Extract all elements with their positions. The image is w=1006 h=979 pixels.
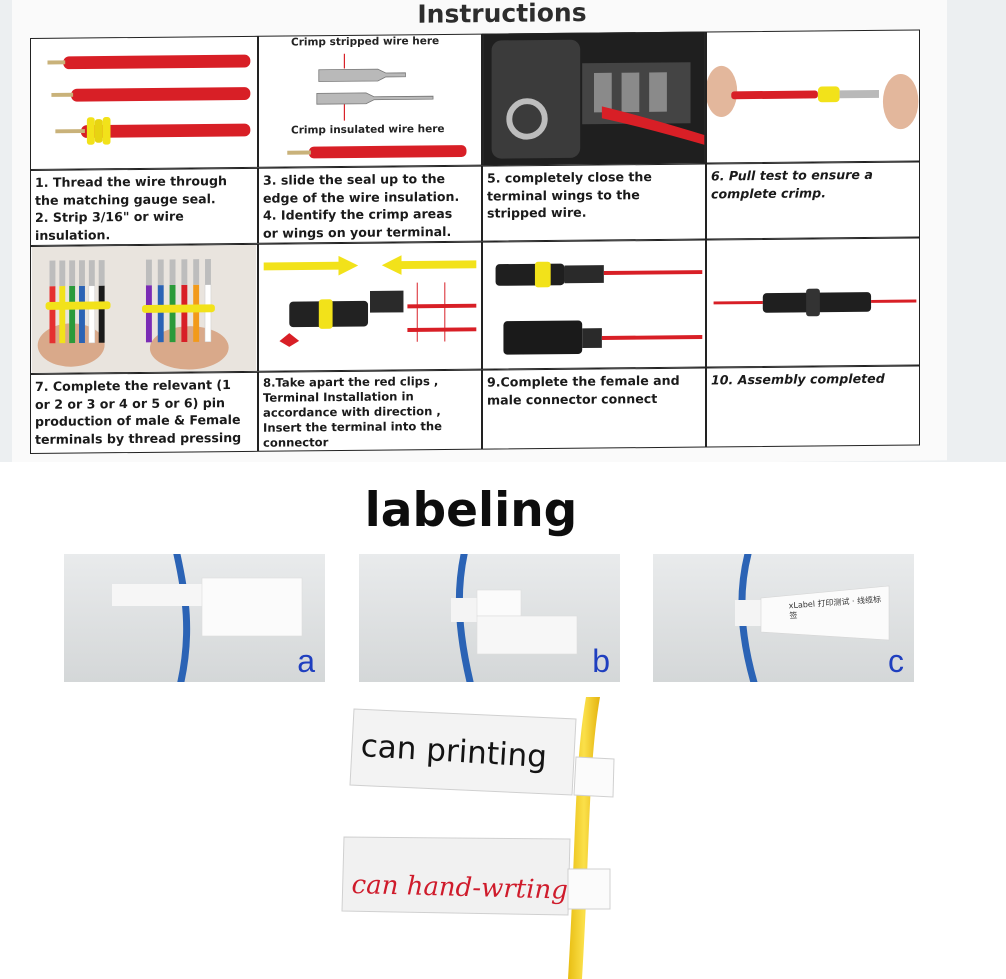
step-text-1-2: 1. Thread the wire through the matching …: [30, 167, 258, 246]
step-text-7: 7. Complete the relevant (1 or 2 or 3 or…: [30, 371, 258, 454]
photo-pin-terminals: [30, 243, 258, 374]
labeling-step-c-photo: xLabel 打印测试 · 线缆标签 c: [653, 554, 914, 682]
instructions-sheet: Instructions Crimp stripped wire here: [0, 0, 1006, 462]
step-letter-c: c: [888, 643, 904, 679]
tag-can-hand-writing: can hand-wrting: [351, 870, 569, 906]
assembled-illustration: [713, 288, 917, 317]
labeling-step-b-photo: b: [359, 554, 620, 682]
pin-terminals-illustration: [31, 244, 257, 373]
instructions-title: Instructions: [417, 0, 587, 29]
photo-pull-test: [706, 29, 920, 164]
labeling-step-a-photo: a: [64, 554, 325, 682]
crimp-tool-illustration: [483, 32, 705, 165]
step-text-8: 8.Take apart the red clips , Terminal In…: [258, 369, 482, 452]
step-text-10: 10. Assembly completed: [706, 365, 920, 448]
photo-crimp-tool: [482, 31, 706, 166]
red-clips-illustration: [263, 255, 477, 347]
female-male-illustration: [495, 261, 703, 355]
step-text-3-4: 3. slide the seal up to the edge of the …: [258, 165, 482, 244]
photo-stripped-wires: [30, 35, 258, 170]
instructions-grid: Crimp stripped wire here Crimp insulated…: [30, 29, 920, 454]
step-text-9: 9.Complete the female and male connector…: [482, 367, 706, 450]
stripped-wires-illustration: [47, 54, 251, 145]
photo-red-clips: [258, 241, 482, 372]
labeling-heading: labeling: [364, 483, 578, 538]
step-b-illustration: [451, 554, 578, 682]
caption-crimp-insulated: Crimp insulated wire here: [291, 123, 445, 137]
photo-crimp-areas: Crimp stripped wire here Crimp insulated…: [258, 33, 482, 168]
step-c-illustration: [735, 554, 890, 682]
step-text-5: 5. completely close the terminal wings t…: [482, 163, 706, 242]
pull-test-illustration: [707, 65, 919, 130]
step-text-6: 6. Pull test to ensure a complete crimp.: [706, 161, 920, 240]
yellow-wire-photo: [341, 697, 615, 979]
step-a-illustration: [112, 554, 303, 682]
step-letter-b: b: [592, 643, 610, 679]
photo-female-male: [482, 239, 706, 370]
step-letter-a: a: [297, 643, 315, 679]
terminal-illustration: [287, 53, 467, 159]
photo-assembled: [706, 237, 920, 368]
